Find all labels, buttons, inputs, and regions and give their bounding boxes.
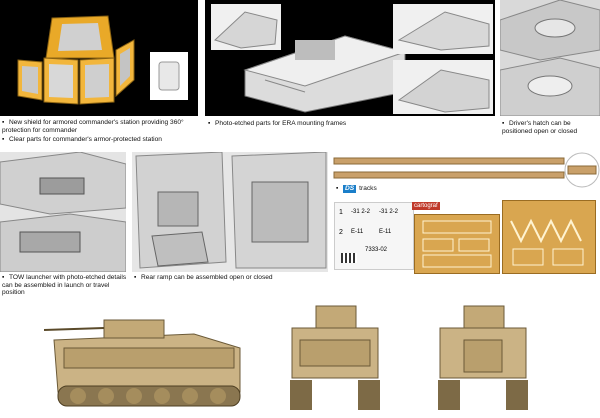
panel-tow-launcher	[0, 152, 126, 272]
tracks-illustration	[333, 152, 600, 188]
bullet-square-icon: ▪	[336, 185, 339, 192]
decal-codes-1b: -31 2-2	[379, 209, 399, 215]
decal-label-2: 2	[339, 229, 343, 236]
photo-etch-fret-1	[414, 214, 500, 274]
decal-codes-1a: -31 2-2	[351, 209, 371, 215]
caption-clear-parts: ▪Clear parts for commander's armor-prote…	[2, 136, 162, 143]
caption-drivers-hatch: ▪Driver's hatch can be positioned open o…	[502, 120, 578, 135]
panel-era-frames	[205, 0, 495, 116]
panel-commander-shield	[0, 0, 198, 116]
vehicle-front-illustration	[290, 305, 380, 410]
decal-sheet: 1 -31 2-2 -31 2-2 2 E-11 E-11 7333-02	[334, 202, 414, 270]
vehicle-front-view	[286, 300, 384, 412]
bullet-square-icon: ▪	[2, 136, 5, 143]
vehicle-rear-illustration	[438, 305, 528, 410]
vehicle-side-illustration	[44, 319, 241, 407]
decal-codes-2b: E-11	[379, 229, 392, 235]
bullet-square-icon: ▪	[502, 120, 505, 127]
vehicle-side-view	[44, 300, 244, 412]
era-frames-illustration	[211, 4, 493, 114]
decal-label-1: 1	[339, 209, 343, 216]
bullet-square-icon: ▪	[2, 119, 5, 126]
caption-commander-shield: ▪New shield for armored commander's stat…	[2, 119, 184, 134]
vehicle-rear-view	[434, 300, 532, 412]
caption-rear-ramp: ▪Rear ramp can be assembled open or clos…	[134, 274, 273, 281]
decal-brand: cartograf	[412, 202, 440, 210]
rear-ramp-illustration	[135, 152, 327, 269]
tow-launcher-illustration	[0, 152, 126, 272]
tracks-panel	[332, 152, 600, 198]
decal-serial: 7333-02	[365, 247, 388, 253]
fret-1-details	[422, 220, 492, 268]
bullet-square-icon: ▪	[134, 274, 137, 281]
panel-drivers-hatch	[500, 0, 600, 116]
decal-stripe	[341, 253, 357, 263]
ds-tracks-logo-icon: DS	[343, 185, 357, 193]
panel-rear-ramp	[132, 152, 328, 272]
bullet-square-icon: ▪	[2, 274, 5, 281]
caption-era-frames: ▪Photo-etched parts for ERA mounting fra…	[208, 120, 347, 127]
decal-codes-2a: E-11	[351, 229, 364, 235]
fret-2-details	[510, 218, 584, 266]
drivers-hatch-illustration	[500, 0, 600, 116]
photo-etch-fret-2	[502, 200, 596, 274]
bullet-square-icon: ▪	[208, 120, 211, 127]
caption-tow-launcher: ▪TOW launcher with photo-etched details …	[2, 274, 127, 297]
commander-shield-illustration	[17, 15, 188, 105]
